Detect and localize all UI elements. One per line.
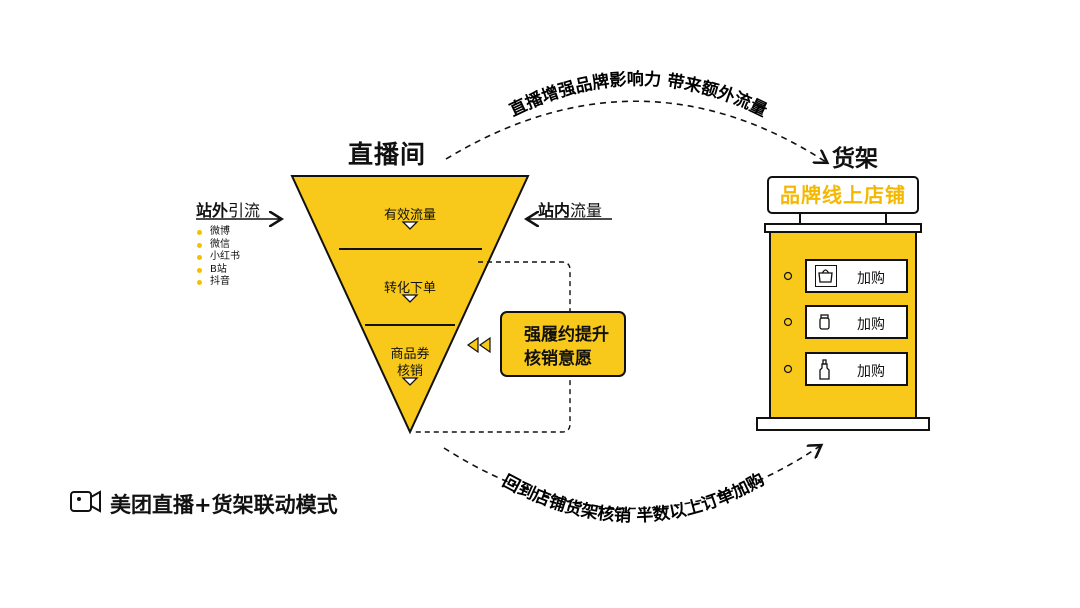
top-arc-text: 直播增强品牌影响力 带来额外流量 xyxy=(506,69,770,121)
add-to-cart-button[interactable]: 加购 xyxy=(805,259,908,293)
external-traffic-title: 站外引流 xyxy=(196,201,261,220)
bag-icon xyxy=(815,265,837,287)
shelf-dot-icon xyxy=(783,271,793,281)
external-source-list: 微博 微信 小红书 B站 抖音 xyxy=(196,226,240,289)
bottom-flow-arrow xyxy=(443,446,820,510)
store-sign: 品牌线上店铺 xyxy=(767,176,919,214)
down-marker-icon xyxy=(401,221,419,230)
add-to-cart-label: 加购 xyxy=(857,317,885,333)
funnel-stage-label: 有效流量 xyxy=(383,208,436,223)
funnel-stage-label: 核销 xyxy=(396,364,423,379)
add-to-cart-button[interactable]: 加购 xyxy=(805,352,908,386)
footer-title: 美团直播+货架联动模式 xyxy=(110,493,338,517)
down-marker-icon xyxy=(401,294,419,303)
top-flow-arrow xyxy=(445,100,826,162)
shelf-top xyxy=(764,223,922,233)
bottom-arc-text: 回到店铺货架核销 半数以上订单加购 xyxy=(499,469,768,526)
shelf-title: 货架 xyxy=(832,146,878,172)
video-camera-icon xyxy=(70,490,101,513)
shelf-dot-icon xyxy=(783,317,793,327)
list-item: 小红书 xyxy=(196,251,240,264)
funnel-stage-label: 商品券 xyxy=(390,347,430,362)
list-item: 抖音 xyxy=(196,276,240,289)
list-item: 微博 xyxy=(196,226,240,239)
down-marker-icon xyxy=(401,377,419,386)
add-to-cart-label: 加购 xyxy=(857,271,885,287)
funnel-stage-label: 转化下单 xyxy=(383,281,436,296)
callout-line: 强履约提升 xyxy=(524,325,609,345)
double-chevron-icon xyxy=(478,336,491,354)
add-to-cart-label: 加购 xyxy=(857,364,885,380)
funnel xyxy=(290,175,530,435)
spray-bottle-icon xyxy=(815,358,837,380)
list-item: B站 xyxy=(196,264,240,277)
bottle-icon xyxy=(815,311,837,333)
callout-line: 核销意愿 xyxy=(524,349,592,369)
add-to-cart-button[interactable]: 加购 xyxy=(805,305,908,339)
callout-box: 强履约提升 核销意愿 xyxy=(500,311,626,377)
live-room-title: 直播间 xyxy=(348,140,427,169)
shelf-base xyxy=(756,417,930,431)
double-chevron-icon xyxy=(466,336,479,354)
shelf-dot-icon xyxy=(783,364,793,374)
internal-traffic-title: 站内流量 xyxy=(538,201,603,220)
list-item: 微信 xyxy=(196,239,240,252)
